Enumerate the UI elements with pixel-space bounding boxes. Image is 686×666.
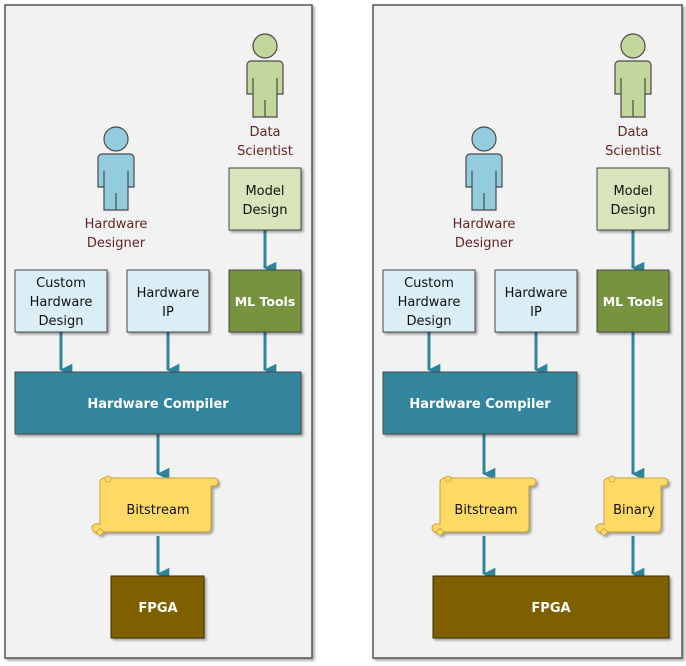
custom-hardware-design-box: Custom Hardware Design — [382, 269, 476, 333]
model-design-label-2: Design — [611, 203, 656, 218]
model-design-label-1: Model — [613, 184, 652, 199]
bitstream-label: Bitstream — [126, 503, 189, 518]
hardware-compiler-label: Hardware Compiler — [87, 397, 229, 412]
hardware-ip-box: Hardware IP — [494, 269, 578, 333]
panel-right: Data Scientist Hardware Designer Model D… — [372, 4, 683, 659]
model-design-label-2: Design — [243, 203, 288, 218]
ml-tools-label: ML Tools — [603, 294, 664, 309]
custom-hw-label-3: Design — [407, 314, 452, 329]
hardware-compiler-label: Hardware Compiler — [409, 397, 551, 412]
hw-ip-label-1: Hardware — [137, 286, 200, 301]
hardware-designer-label-1: Hardware — [453, 217, 516, 232]
fpga-box: FPGA — [432, 575, 670, 639]
hardware-designer-label-1: Hardware — [85, 217, 148, 232]
hardware-compiler-box: Hardware Compiler — [382, 371, 578, 435]
hardware-compiler-box: Hardware Compiler — [14, 371, 302, 435]
custom-hardware-design-box: Custom Hardware Design — [14, 269, 108, 333]
data-scientist-label-1: Data — [617, 125, 648, 140]
binary-scroll — [595, 475, 669, 536]
hardware-designer-person-icon — [465, 126, 503, 211]
model-design-label-1: Model — [245, 184, 284, 199]
binary-label: Binary — [613, 503, 655, 518]
hardware-ip-box: Hardware IP — [126, 269, 210, 333]
ml-tools-box: ML Tools — [228, 269, 302, 333]
custom-hw-label-2: Hardware — [30, 295, 93, 310]
hardware-designer-person-icon — [97, 126, 135, 211]
hw-ip-label-2: IP — [530, 305, 542, 320]
custom-hw-label-1: Custom — [36, 276, 86, 291]
bitstream-scroll — [91, 475, 219, 536]
bitstream-label: Bitstream — [454, 503, 517, 518]
data-scientist-label-2: Scientist — [605, 144, 661, 159]
bitstream-scroll — [431, 475, 537, 536]
ml-tools-box: ML Tools — [596, 269, 670, 333]
model-design-box: Model Design — [228, 167, 302, 231]
panel-left: Data Scientist Hardware Designer Model D… — [4, 4, 313, 659]
custom-hw-label-3: Design — [39, 314, 84, 329]
data-scientist-label-2: Scientist — [237, 144, 293, 159]
hw-ip-label-1: Hardware — [505, 286, 568, 301]
data-scientist-label-1: Data — [249, 125, 280, 140]
fpga-label: FPGA — [138, 601, 177, 616]
hw-ip-label-2: IP — [162, 305, 174, 320]
custom-hw-label-2: Hardware — [398, 295, 461, 310]
data-scientist-person-icon — [614, 33, 652, 118]
data-scientist-person-icon — [246, 33, 284, 118]
custom-hw-label-1: Custom — [404, 276, 454, 291]
hardware-designer-label-2: Designer — [455, 236, 514, 251]
hardware-designer-label-2: Designer — [87, 236, 146, 251]
model-design-box: Model Design — [596, 167, 670, 231]
fpga-label: FPGA — [531, 601, 570, 616]
fpga-box: FPGA — [110, 575, 205, 639]
ml-tools-label: ML Tools — [235, 294, 296, 309]
